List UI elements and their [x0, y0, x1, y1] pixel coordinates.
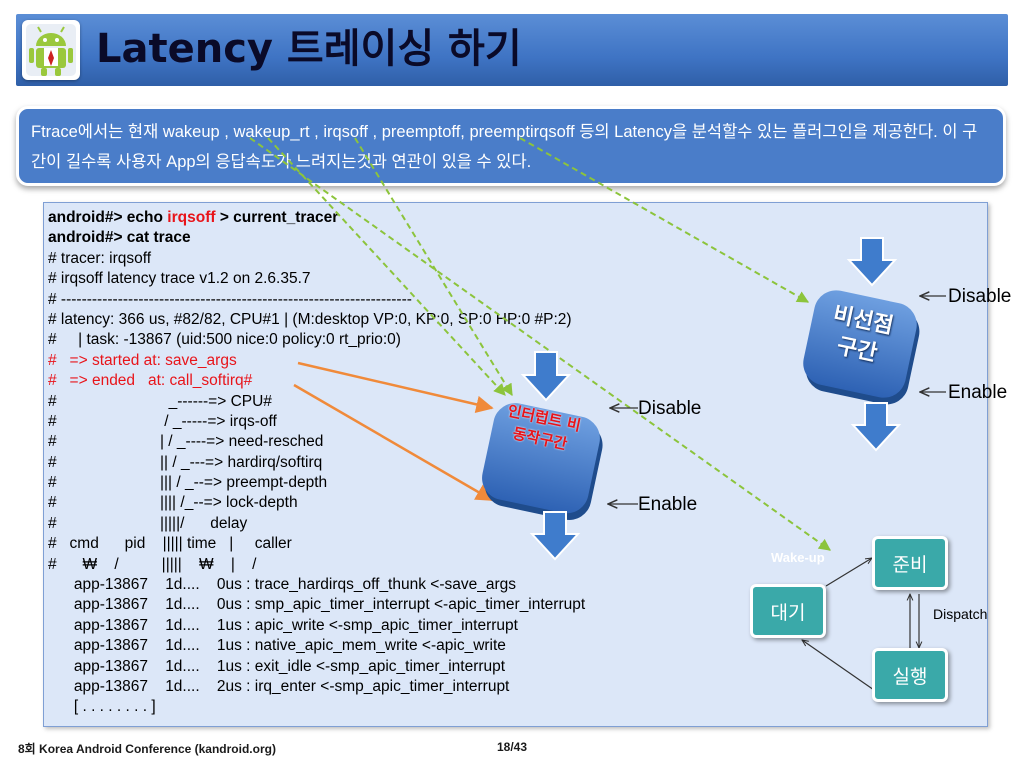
- trace-entry-row: app-13867 1d.... 2us : irq_enter <-smp_a…: [48, 677, 510, 695]
- slide-title: Latency 트레이싱 하기: [96, 26, 522, 72]
- trace-command-line: android#> cat trace: [48, 229, 191, 247]
- started-arrow: [297, 361, 494, 413]
- trace-line: # |||| /_--=> lock-depth: [48, 494, 298, 512]
- down-arrow-icon: [846, 237, 898, 287]
- pointer-arrow-irqsoff: [267, 137, 506, 396]
- tracer-name-highlight: irqsoff: [167, 209, 216, 226]
- state-ready: 준비: [872, 536, 948, 590]
- interrupt-button: [482, 403, 603, 520]
- description-text: Ftrace에서는 현재 wakeup , wakeup_rt , irqsof…: [31, 123, 978, 171]
- trace-line: # ||| / _--=> preempt-depth: [48, 474, 328, 492]
- down-arrow-icon: [529, 511, 581, 561]
- enable-label: Enable: [948, 382, 1008, 403]
- command-prefix: android#> echo: [48, 209, 168, 226]
- trace-line: # | task: -13867 (uid:500 nice:0 policy:…: [48, 331, 401, 349]
- trace-entry-row: app-13867 1d.... 0us : smp_apic_timer_in…: [48, 596, 586, 614]
- trace-line: # | / _----=> need-resched: [48, 433, 324, 451]
- trace-line: # |||||/ delay: [48, 514, 248, 532]
- wakeup-label: Wake-up: [771, 550, 825, 565]
- disable-label: Disable: [948, 286, 1012, 307]
- trace-line: # ₩ / ||||| ₩ | /: [48, 555, 257, 573]
- trace-entry-row: app-13867 1d.... 1us : apic_write <-smp_…: [48, 616, 518, 634]
- trace-command-line: android#> echo irqsoff > current_tracer: [48, 208, 748, 228]
- command-suffix: > current_tracer: [215, 209, 339, 226]
- trace-line: # / _-----=> irqs-off: [48, 412, 277, 430]
- down-arrow-icon: [520, 351, 572, 402]
- block-arrow: [802, 640, 875, 691]
- trace-output: android#> echo irqsoff > current_tracer …: [48, 208, 748, 718]
- pointer-arrow-wakeup: [249, 137, 831, 551]
- footer-conference: 8회 Korea Android Conference (kandroid.or…: [18, 742, 276, 756]
- down-arrow-icon: [850, 402, 902, 452]
- state-run: 실행: [872, 648, 948, 702]
- pointer-arrow-preempt: [519, 137, 810, 303]
- trace-entry-row: app-13867 1d.... 1us : native_apic_mem_w…: [48, 637, 506, 655]
- ended-arrow: [293, 383, 494, 502]
- trace-line-ended: # => ended at: call_softirq#: [48, 372, 253, 390]
- trace-ellipsis: [ . . . . . . . . ]: [48, 698, 156, 716]
- description-box: Ftrace에서는 현재 wakeup , wakeup_rt , irqsof…: [16, 106, 1006, 186]
- enable-label: Enable: [638, 494, 698, 515]
- trace-line: # --------------------------------------…: [48, 290, 412, 308]
- trace-line: # irqsoff latency trace v1.2 on 2.6.35.7: [48, 270, 311, 288]
- trace-line-started: # => started at: save_args: [48, 351, 237, 369]
- trace-line: # latency: 366 us, #82/82, CPU#1 | (M:de…: [48, 310, 572, 328]
- page-number: 18/43: [497, 740, 528, 754]
- trace-line: # tracer: irqsoff: [48, 249, 152, 267]
- trace-line: # cmd pid ||||| time | caller: [48, 535, 292, 553]
- trace-entry-row: app-13867 1d.... 0us : trace_hardirqs_of…: [48, 576, 517, 594]
- trace-line: # || / _---=> hardirq/softirq: [48, 453, 323, 471]
- title-bar: [16, 14, 1008, 86]
- state-wait: 대기: [750, 584, 826, 638]
- wakeup-arrow: [825, 558, 872, 587]
- pointer-arrow-irqsoff: [354, 137, 513, 397]
- disable-label: Disable: [638, 398, 702, 419]
- trace-line: # _------=> CPU#: [48, 392, 272, 410]
- preempt-button: [803, 290, 920, 405]
- android-logo-icon: [22, 20, 80, 80]
- trace-entry-row: app-13867 1d.... 1us : exit_idle <-smp_a…: [48, 657, 506, 675]
- dispatch-label: Dispatch: [933, 606, 988, 622]
